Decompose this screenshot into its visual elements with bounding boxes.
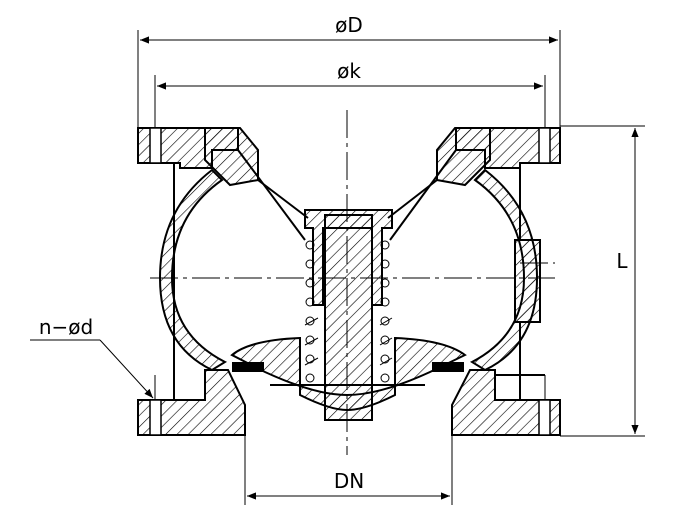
- guide-housing: [304, 209, 393, 421]
- bottom-flange: [137, 369, 561, 436]
- dim-bolt-circle: øk: [154, 59, 546, 128]
- label-bolt-holes: n−ød: [39, 315, 93, 339]
- upper-guide-arms: [204, 127, 491, 241]
- valve-disc: [230, 336, 467, 412]
- label-nominal-diameter: DN: [334, 469, 364, 493]
- dim-outer-diameter: øD: [137, 13, 561, 128]
- dim-nominal-diameter: DN: [244, 436, 453, 505]
- label-length: L: [616, 249, 628, 273]
- spring-coils: [304, 240, 393, 383]
- top-flange: [137, 127, 561, 169]
- dim-bolt-holes: n−ød: [30, 315, 154, 399]
- dim-length: L: [560, 125, 645, 437]
- label-bolt-circle: øk: [337, 59, 361, 83]
- valve-body-shell: [158, 168, 555, 372]
- label-outer-diameter: øD: [335, 13, 363, 37]
